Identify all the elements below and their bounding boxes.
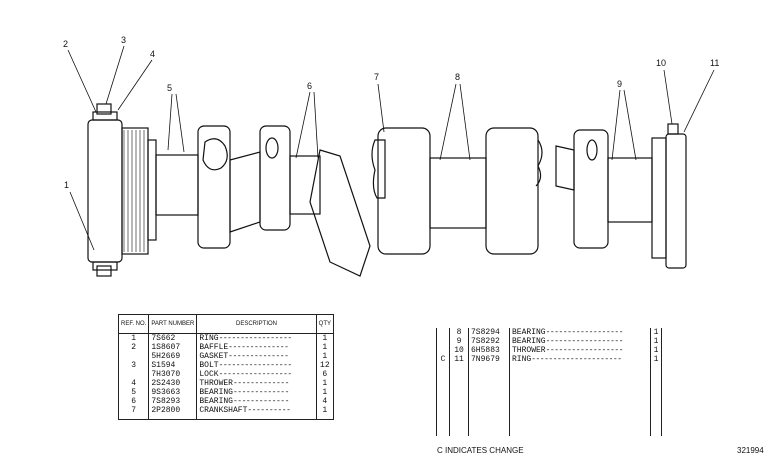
part-number-cell: 7S8294 [468,328,510,337]
change-cell: C [436,355,450,364]
ref-cell: 6 [118,397,150,406]
callout-1: 1 [64,180,69,190]
change-note: C INDICATES CHANGE [437,446,524,455]
table-filler-row [118,415,334,420]
description-cell: GASKET-------------- [196,352,317,361]
description-cell: BAFFLE-------------- [196,343,317,352]
change-cell [436,337,450,346]
ref-cell [118,352,150,361]
qty-cell: 1 [322,406,328,415]
ref-cell: 10 [449,346,469,355]
table-filler-row [436,364,662,436]
callout-8: 8 [455,72,460,82]
front-gear-assembly [87,103,157,277]
ref-cell: 5 [118,388,150,397]
crankshaft-illustration: 2 3 4 1 5 6 7 8 9 10 11 [63,35,719,277]
qty-cell: 1 [322,334,328,343]
part-number-cell: 7N9679 [468,355,510,364]
description-cell: BOLT----------------- [196,361,317,370]
part-number-cell: 7S8292 [468,337,510,346]
qty-cell: 1 [653,355,659,364]
part-number-cell: 7S8293 [148,397,198,406]
ref-cell [118,370,150,379]
qty-cell: 6 [322,370,328,379]
part-number-cell: S1594 [148,361,198,370]
ref-cell: 7 [118,406,150,415]
description-cell: THROWER------------- [196,379,317,388]
description-cell: LOCK----------------- [196,370,317,379]
callout-5: 5 [167,83,172,93]
qty-cell: 1 [653,337,659,346]
crankshaft-right-section [555,123,687,269]
description-cell: THROWER------------------ [509,346,651,355]
qty-cell: 1 [322,379,328,388]
part-number-cell: 6H5883 [468,346,510,355]
callout-11: 11 [710,58,719,68]
description-cell: RING----------------- [196,333,317,343]
illustration-number: 321994 [737,446,764,455]
callout-10: 10 [656,58,666,68]
qty-cell: 4 [322,397,328,406]
crankshaft-left-section [155,125,371,277]
ref-cell: 8 [449,328,469,337]
description-cell: BEARING------------- [196,388,317,397]
part-number-cell: 2S2430 [148,379,198,388]
change-cell [436,328,450,337]
crankshaft-center-section [371,127,543,255]
ref-cell: 9 [449,337,469,346]
qty-cell: 1 [322,352,328,361]
header-part-number: PART NUMBER [148,314,198,334]
change-cell [436,346,450,355]
callout-9: 9 [617,79,622,89]
qty-cell: 1 [653,346,659,355]
callout-2: 2 [63,39,68,49]
part-number-cell: 5H2669 [148,352,198,361]
qty-cell: 1 [322,343,328,352]
description-cell: BEARING------------------ [509,337,651,346]
part-number-cell: 7H3070 [148,370,198,379]
ref-cell: 4 [118,379,150,388]
description-cell: BEARING------------------ [509,328,651,337]
description-cell: CRANKSHAFT---------- [196,406,317,415]
callout-6: 6 [307,81,312,91]
qty-cell: 1 [653,328,659,337]
callout-7: 7 [374,72,379,82]
header-qty: QTY [316,314,334,334]
description-cell: RING--------------------- [509,355,651,364]
header-ref: REF. NO. [118,314,150,334]
part-number-cell: 1S8607 [148,343,198,352]
qty-cell: 1 [322,388,328,397]
ref-cell: 2 [118,343,150,352]
description-cell: BEARING------------- [196,397,317,406]
header-description: DESCRIPTION [196,314,317,334]
callout-3: 3 [121,35,126,45]
ref-cell: 1 [118,333,150,343]
leader-lines [67,45,715,251]
callout-4: 4 [150,49,155,59]
ref-cell: 3 [118,361,150,370]
part-number-cell: 7S662 [148,333,198,343]
part-number-cell: 9S3663 [148,388,198,397]
part-number-cell: 2P2800 [148,406,198,415]
qty-cell: 12 [320,361,330,370]
ref-cell: 11 [449,355,469,364]
